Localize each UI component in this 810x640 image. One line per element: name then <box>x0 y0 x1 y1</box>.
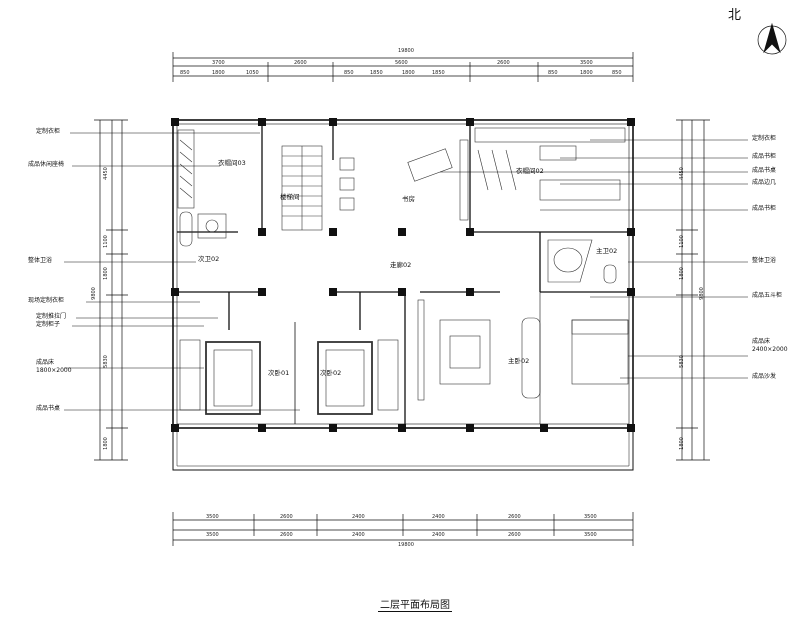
label-right-bathroom: 整体卫浴 <box>752 257 777 264</box>
dim-top-r2-5: 1850 <box>370 70 383 76</box>
room-study: 书房 <box>402 195 415 203</box>
label-right-side-table: 成品边几 <box>752 179 777 186</box>
label-left-bathroom: 整体卫浴 <box>28 257 53 264</box>
drawing-title: 二层平面布局图 <box>378 596 452 612</box>
label-right-bookcase: 成品书柜 <box>752 153 777 160</box>
dim-bottom-r2-2: 2600 <box>280 532 293 538</box>
dim-bottom-5: 2600 <box>508 514 521 520</box>
dim-top-r2-1: 850 <box>180 70 190 76</box>
dim-bottom-4: 2400 <box>432 514 445 520</box>
dim-bottom-r2-1: 3500 <box>206 532 219 538</box>
dim-bottom-r2-5: 2600 <box>508 532 521 538</box>
dim-bottom-6: 3500 <box>584 514 597 520</box>
dim-right-5: 1800 <box>678 437 685 450</box>
dim-left-3: 1800 <box>102 267 109 280</box>
room-second-bed01: 次卧01 <box>268 369 290 377</box>
label-left-site-wardrobe: 现场定制衣柜 <box>28 297 65 304</box>
dim-top-1: 3700 <box>212 60 225 66</box>
label-right-sofa: 成品沙发 <box>752 373 777 380</box>
label-left-chair: 成品休闲座椅 <box>28 161 65 168</box>
dim-top-r2-9: 1800 <box>580 70 593 76</box>
dim-left-1: 4450 <box>102 167 109 180</box>
dim-left-total: 9800 <box>90 287 97 300</box>
dim-bottom-2: 2600 <box>280 514 293 520</box>
label-right-bed-size: 2400×2000 <box>752 346 788 353</box>
dim-top-r2-4: 850 <box>344 70 354 76</box>
dim-top-r2-3: 1050 <box>246 70 259 76</box>
label-left-sliding-door: 定制推拉门 <box>36 313 67 320</box>
dim-top-r2-6: 1800 <box>402 70 415 76</box>
room-cloakroom02: 衣帽间02 <box>516 167 544 175</box>
dim-top-r2-2: 1800 <box>212 70 225 76</box>
dim-top-r2-8: 850 <box>548 70 558 76</box>
dim-right-total: 9800 <box>698 287 705 300</box>
label-right-bed: 成品床 <box>752 338 771 345</box>
dim-top-3: 5600 <box>395 60 408 66</box>
room-cloakroom03: 衣帽间03 <box>218 159 246 167</box>
room-bath02-left: 次卫02 <box>198 255 220 263</box>
north-arrow-icon <box>757 22 787 55</box>
dim-top-r2-7: 1850 <box>432 70 445 76</box>
dim-left-5: 1800 <box>102 437 109 450</box>
dim-bottom-total: 19800 <box>398 542 414 548</box>
north-label: 北 <box>728 8 742 23</box>
dim-left-4: 5830 <box>102 355 109 368</box>
dim-right-4: 5830 <box>678 355 685 368</box>
label-left-cabinet: 定制柜子 <box>36 321 61 328</box>
room-master-bed02: 主卧02 <box>508 357 530 365</box>
label-left-wardrobe: 定制衣柜 <box>36 128 61 135</box>
dim-right-3: 1800 <box>678 267 685 280</box>
dim-right-1: 4450 <box>678 167 685 180</box>
label-right-wardrobe: 定制衣柜 <box>752 135 777 142</box>
room-second-bed02: 次卧02 <box>320 369 342 377</box>
dim-bottom-r2-6: 3500 <box>584 532 597 538</box>
room-master-bath02: 主卫02 <box>596 247 618 255</box>
dim-top-r2-10: 850 <box>612 70 622 76</box>
dim-bottom-r2-4: 2400 <box>432 532 445 538</box>
label-right-desk: 成品书桌 <box>752 167 777 174</box>
dim-bottom-1: 3500 <box>206 514 219 520</box>
room-corridor02: 走廊02 <box>390 261 412 269</box>
dim-left-2: 1100 <box>102 235 109 248</box>
dim-right-2: 1100 <box>678 235 685 248</box>
label-left-desk: 成品书桌 <box>36 405 61 412</box>
room-stair: 楼梯间 <box>280 193 300 201</box>
dim-top-5: 3500 <box>580 60 593 66</box>
dim-top-2: 2600 <box>294 60 307 66</box>
dim-top-4: 2600 <box>497 60 510 66</box>
label-right-chest: 成品五斗柜 <box>752 292 783 299</box>
label-left-bed-size: 1800×2000 <box>36 367 72 374</box>
label-left-bed: 成品床 <box>36 359 55 366</box>
dim-bottom-3: 2400 <box>352 514 365 520</box>
dim-top-total: 19800 <box>398 48 414 54</box>
label-right-bookcase-2: 成品书柜 <box>752 205 777 212</box>
dim-bottom-r2-3: 2400 <box>352 532 365 538</box>
